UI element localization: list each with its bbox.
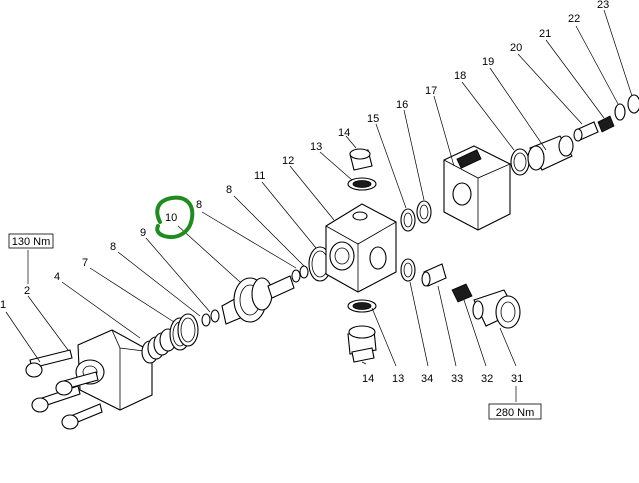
callout-8b: 8 — [196, 199, 202, 211]
callout-12: 12 — [282, 155, 294, 167]
callout-14a: 14 — [338, 127, 350, 139]
callout-1: 1 — [0, 299, 6, 311]
callout-numbers: 1 2 4 7 8 9 10 8 8 11 12 13 14 15 16 17 … — [0, 0, 609, 385]
washer-13-bottom — [347, 299, 377, 313]
pin-33 — [421, 263, 447, 287]
callout-14b: 14 — [362, 373, 374, 385]
callout-34: 34 — [421, 373, 433, 385]
valve-body-12 — [325, 203, 397, 293]
callout-33: 33 — [451, 373, 463, 385]
flange-17 — [443, 145, 511, 231]
fitting-19 — [527, 135, 574, 171]
spring-4 — [141, 328, 177, 364]
callout-13b: 13 — [392, 373, 404, 385]
torque-box-left: 130 Nm — [8, 233, 54, 249]
ring-34 — [400, 258, 416, 282]
callout-10: 10 — [165, 212, 177, 224]
callout-19: 19 — [482, 56, 494, 68]
ring-18 — [510, 148, 530, 176]
torque-box-right: 280 Nm — [488, 403, 542, 420]
callout-4: 4 — [54, 271, 60, 283]
valve-10 — [221, 275, 295, 325]
bolts — [25, 349, 103, 430]
callout-8a: 8 — [110, 241, 116, 253]
callout-23: 23 — [597, 0, 609, 11]
callout-9: 9 — [140, 227, 146, 239]
torque-label-left: 130 Nm — [12, 236, 51, 248]
callout-18: 18 — [454, 70, 466, 82]
spring-21 — [597, 115, 615, 133]
ring-15 — [400, 208, 416, 232]
small-rings — [201, 309, 220, 327]
fitting-31 — [472, 289, 521, 329]
callout-2: 2 — [24, 285, 30, 297]
callout-7: 7 — [82, 257, 88, 269]
ring-7 — [169, 313, 199, 351]
leader-lines — [5, 9, 633, 402]
pin-20 — [573, 121, 599, 142]
torque-label-right: 280 Nm — [496, 407, 535, 419]
washer-13-top — [347, 177, 377, 191]
callout-11: 11 — [254, 170, 265, 182]
callout-17: 17 — [425, 85, 437, 97]
ring-16 — [416, 200, 432, 224]
part-23 — [627, 94, 639, 114]
callout-20: 20 — [510, 42, 522, 54]
callout-31: 31 — [511, 373, 523, 385]
callout-16: 16 — [396, 99, 408, 111]
callout-15: 15 — [367, 113, 379, 125]
spring-32 — [451, 283, 473, 303]
small-rings-right — [291, 265, 309, 283]
callout-22: 22 — [568, 13, 580, 25]
callout-8c: 8 — [226, 184, 232, 196]
plug-14-bottom — [347, 325, 377, 363]
highlight-ring-10 — [155, 195, 195, 239]
callout-32: 32 — [481, 373, 493, 385]
flange-assembly — [75, 329, 153, 411]
callout-13a: 13 — [310, 141, 322, 153]
plug-14-top — [349, 148, 373, 171]
callout-21: 21 — [539, 28, 551, 40]
ring-22 — [614, 103, 626, 121]
